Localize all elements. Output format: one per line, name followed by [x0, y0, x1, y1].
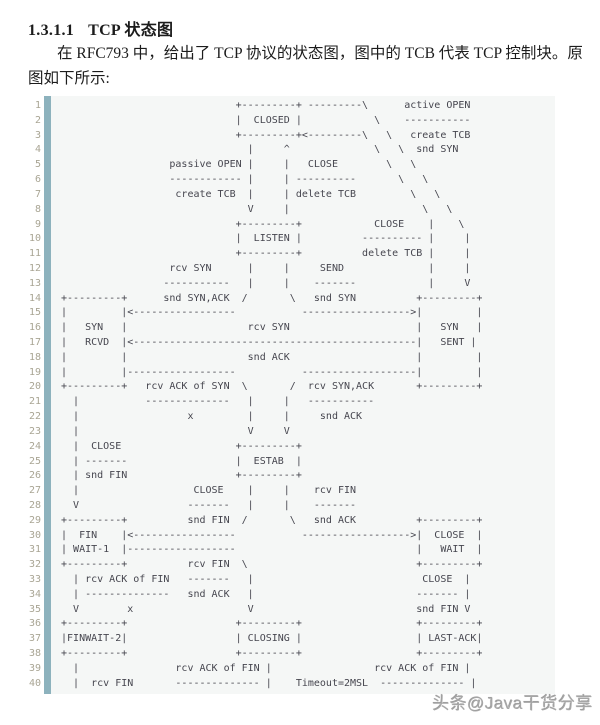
watermark-label: 头条@Java干货分享	[432, 694, 593, 713]
intro-paragraph: 在 RFC793 中，给出了 TCP 协议的状态图，图中的 TCB 代表 TCP…	[28, 41, 583, 91]
paragraph-line-2: 图如下所示:	[28, 70, 110, 87]
ascii-diagram-area: +---------+ ---------\ active OPEN | CLO…	[51, 96, 555, 694]
section-title: TCP 状态图	[88, 22, 174, 40]
section-number: 1.3.1.1	[28, 22, 75, 40]
section-heading: 1.3.1.1 TCP 状态图	[28, 20, 173, 42]
line-number-gutter: 1 2 3 4 5 6 7 8 9 10 11 12 13 14 15 16 1…	[0, 96, 44, 694]
code-lines: +---------+ ---------\ active OPEN | CLO…	[61, 100, 483, 689]
line-numbers: 1 2 3 4 5 6 7 8 9 10 11 12 13 14 15 16 1…	[28, 100, 41, 689]
paragraph-line-1: 在 RFC793 中，给出了 TCP 协议的状态图，图中的 TCB 代表 TCP…	[57, 45, 583, 62]
gutter-separator-bar	[44, 96, 51, 694]
code-block: 1 2 3 4 5 6 7 8 9 10 11 12 13 14 15 16 1…	[0, 96, 555, 694]
